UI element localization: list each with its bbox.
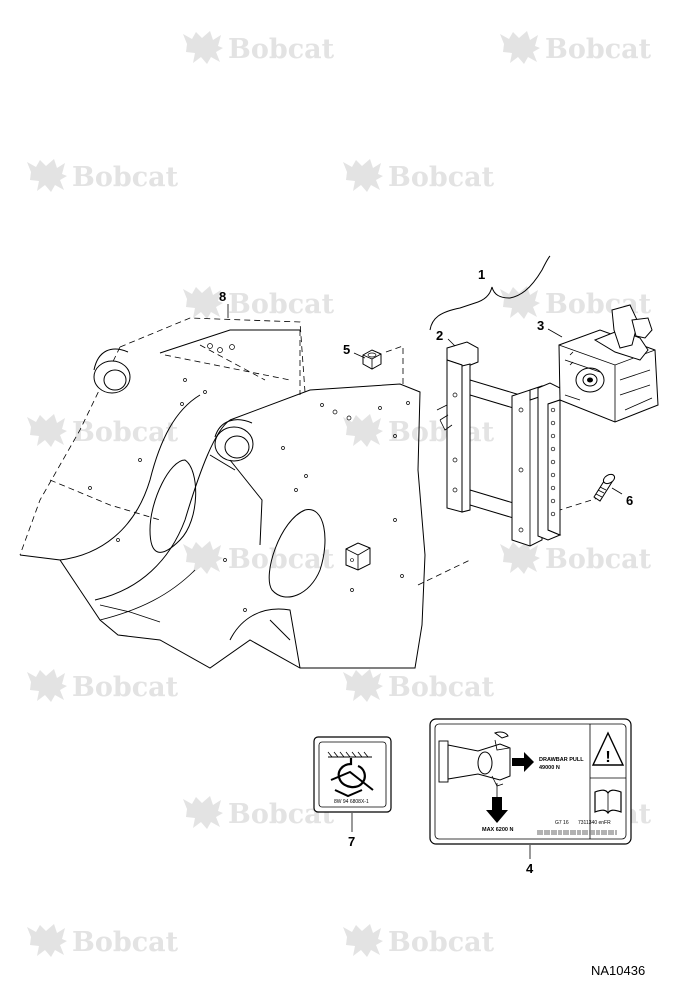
- svg-text:Bobcat: Bobcat: [72, 162, 179, 193]
- leader-lines: [227, 304, 623, 859]
- svg-text:Bobcat: Bobcat: [228, 544, 335, 575]
- rear-frame-part-8[interactable]: [19, 317, 426, 669]
- watermark: Bobcat: [183, 796, 335, 830]
- svg-text:Bobcat: Bobcat: [72, 927, 179, 958]
- svg-text:Bobcat: Bobcat: [228, 34, 335, 65]
- max-load-label: MAX 6200 N: [482, 827, 514, 833]
- watermark: Bobcat: [343, 924, 495, 958]
- tow-hitch-part-3[interactable]: [558, 304, 659, 423]
- callout-6: 6: [626, 493, 633, 508]
- pull-arrow-icon: [512, 752, 534, 772]
- watermark: Bobcat: [343, 159, 495, 193]
- watermark: Bobcat: [183, 31, 335, 65]
- svg-text:Bobcat: Bobcat: [72, 417, 179, 448]
- assembly-line: [385, 345, 404, 386]
- bolt-part-6[interactable]: [593, 473, 616, 502]
- svg-text:Bobcat: Bobcat: [545, 289, 652, 320]
- watermark: Bobcat: [500, 31, 652, 65]
- frame-holes: [88, 343, 410, 612]
- assembly-line: [417, 559, 471, 586]
- barcode: [537, 830, 617, 835]
- watermark: Bobcat: [500, 541, 652, 575]
- svg-text:Bobcat: Bobcat: [388, 417, 495, 448]
- watermark: Bobcat: [27, 414, 179, 448]
- decal-4-code-right: 7311340 enFR: [578, 820, 611, 826]
- decal-part-4[interactable]: ! DRAWBAR PULL 49000 N MAX 6200 N G7 16 …: [429, 718, 632, 845]
- watermark: Bobcat: [27, 669, 179, 703]
- svg-text:Bobcat: Bobcat: [72, 672, 179, 703]
- watermark-layer: Bobcat Bobcat Bobcat Bobcat Bobcat Bobca…: [27, 31, 652, 958]
- drawbar-pull-value: 49000 N: [539, 765, 560, 771]
- warning-triangle-icon: !: [591, 731, 625, 766]
- callout-7: 7: [348, 834, 355, 849]
- callout-4: 4: [526, 861, 534, 876]
- decal-4-code-left: G7 16: [555, 820, 569, 826]
- callout-3: 3: [537, 318, 544, 333]
- svg-text:Bobcat: Bobcat: [388, 927, 495, 958]
- hitch-illustration: [438, 731, 511, 787]
- decal-7-code: 8W 94 6808X-1: [334, 799, 369, 805]
- svg-text:Bobcat: Bobcat: [228, 289, 335, 320]
- assembly-bracket: [429, 255, 551, 331]
- down-arrow-icon: [486, 797, 508, 823]
- svg-text:Bobcat: Bobcat: [545, 544, 652, 575]
- hook-warning-icon: [327, 751, 374, 798]
- svg-text:Bobcat: Bobcat: [388, 672, 495, 703]
- mounting-plate-part-2[interactable]: [436, 341, 562, 547]
- callout-1: 1: [478, 267, 485, 282]
- drawbar-pull-label: DRAWBAR PULL: [539, 757, 584, 763]
- watermark: Bobcat: [183, 286, 335, 320]
- watermark: Bobcat: [27, 924, 179, 958]
- callout-8: 8: [219, 289, 226, 304]
- callout-2: 2: [436, 328, 443, 343]
- svg-text:Bobcat: Bobcat: [545, 34, 652, 65]
- decal-part-7[interactable]: 8W 94 6808X-1: [313, 736, 392, 813]
- svg-text:!: !: [605, 749, 610, 766]
- drawing-number: NA10436: [591, 963, 645, 978]
- watermark: Bobcat: [183, 541, 335, 575]
- watermark: Bobcat: [343, 669, 495, 703]
- frame-block: [345, 542, 371, 571]
- watermark: Bobcat: [27, 159, 179, 193]
- manual-book-icon: [594, 789, 622, 815]
- callout-5: 5: [343, 342, 350, 357]
- svg-text:Bobcat: Bobcat: [388, 162, 495, 193]
- nut-part-5[interactable]: [362, 349, 382, 370]
